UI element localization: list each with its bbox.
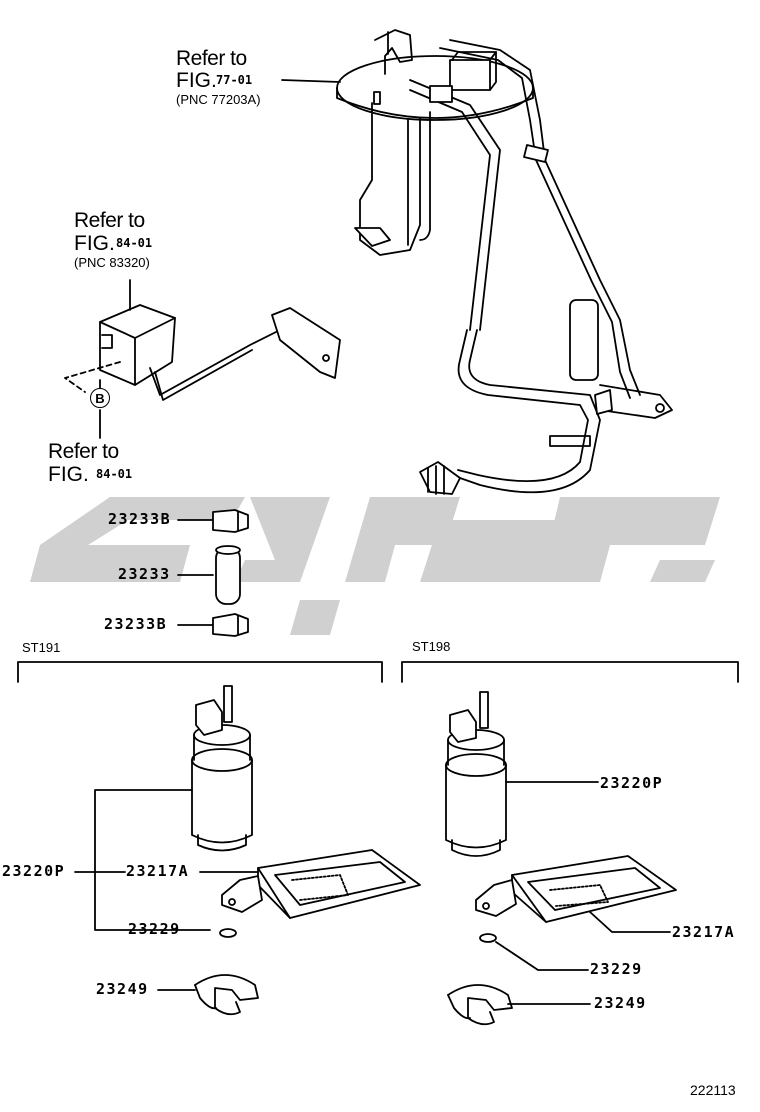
hose-and-clamps [212,509,249,637]
ref-b-fig-num: 84-01 [96,467,133,481]
part-pump-right: 23220P [600,774,664,792]
ref-b-fig: FIG. [48,463,89,486]
washer-right [479,933,497,943]
ref-top-refer: Refer to [176,47,247,70]
fuel-pump-right [445,691,507,857]
variant-right-label: ST198 [412,639,451,654]
cushion-right [447,984,513,1026]
ref-sender-pnc: (PNC 83320) [74,255,150,270]
cushion-left [194,974,259,1016]
leader-pump-left [94,789,211,931]
part-washer-right: 23229 [590,960,643,978]
washer-left [219,928,237,938]
catalog-id: 222113 [690,1082,736,1098]
ref-top-pnc: (PNC 77203A) [176,92,261,107]
part-clamp-top: 23233B [108,510,172,528]
pump-bracket-assembly [336,29,673,495]
ref-sender-fig-num: 84-01 [116,236,153,250]
leader-washer-right [495,941,589,971]
leader-top [281,79,341,83]
ref-sender-fig: FIG. [74,232,115,255]
ref-sender-refer: Refer to [74,209,145,232]
sender-gauge-assembly [99,279,341,401]
part-pump-left: 23220P [2,862,66,880]
part-hose: 23233 [118,565,171,583]
ref-top-fig-num: 77-01 [216,73,253,87]
variant-bracket-left [17,661,383,683]
part-cushion-right: 23249 [594,994,647,1012]
part-clamp-bottom: 23233B [104,615,168,633]
ref-b-refer: Refer to [48,440,119,463]
part-filter-right: 23217A [672,923,736,941]
variant-left-label: ST191 [22,640,61,655]
part-cushion-left: 23249 [96,980,149,998]
leader-filter-right [589,911,671,933]
part-washer-left: 23229 [128,920,181,938]
variant-bracket-right [401,661,739,683]
ref-top-fig: FIG. [176,69,217,92]
part-filter-left: 23217A [126,862,190,880]
dashed-leader [64,361,121,393]
filter-left [221,849,421,919]
watermark-logo [30,497,720,635]
filter-right [475,855,677,923]
circle-b-marker: B [90,388,110,408]
fuel-pump-left [191,685,253,852]
